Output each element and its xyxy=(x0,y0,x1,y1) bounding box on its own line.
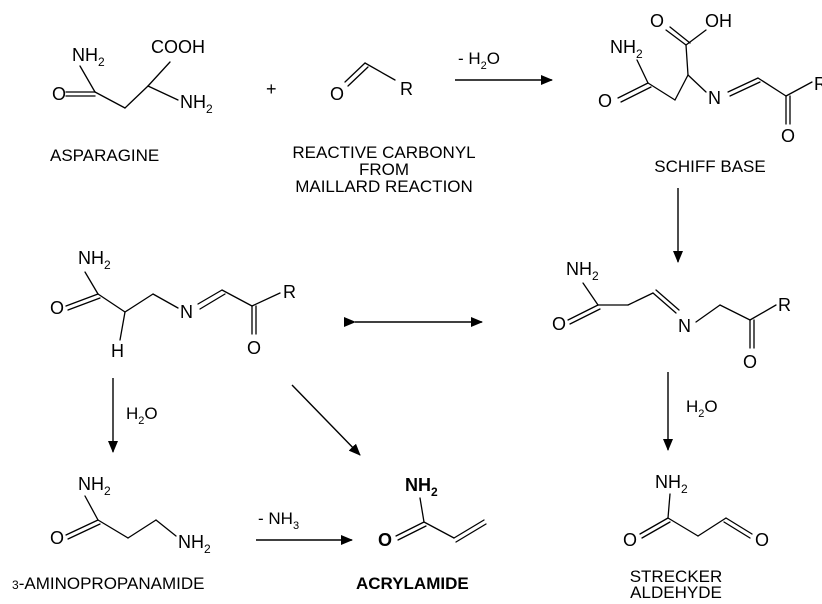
strecker-aldehyde-structure: NH2 O O xyxy=(623,472,769,550)
reagent-water-left: H2O xyxy=(126,404,158,427)
left-intermediate-h: H xyxy=(111,341,124,361)
strecker-label-line1: STRECKER xyxy=(630,567,723,586)
right-intermediate-n: N xyxy=(678,316,691,336)
schiff-ketone-o: O xyxy=(781,126,795,146)
schiff-amide-o: O xyxy=(598,91,612,111)
reagent-minus-water-1: - H2O xyxy=(458,49,500,72)
reagent-water-right: H2O xyxy=(686,397,718,420)
acrylamide-o: O xyxy=(378,530,392,550)
aminopropanamide-structure: NH2 O NH2 xyxy=(50,474,211,556)
asparagine-carbonyl-o: O xyxy=(52,84,66,104)
schiff-n: N xyxy=(708,88,721,108)
aminopropanamide-amine-nh2: NH2 xyxy=(178,532,211,556)
acrylamide-label: ACRYLAMIDE xyxy=(356,574,469,593)
carbonyl-label-line1: REACTIVE CARBONYL xyxy=(292,143,475,162)
aminopropanamide-label: 3-AMINOPROPANAMIDE xyxy=(12,574,204,593)
carbonyl-label-line2: FROM xyxy=(359,160,409,179)
right-intermediate-r: R xyxy=(778,295,791,315)
arrow-elimination-diagonal xyxy=(291,384,361,456)
schiff-nh2: NH2 xyxy=(610,37,643,61)
carbonyl-r: R xyxy=(400,79,413,99)
asparagine-cooh: COOH xyxy=(151,37,205,57)
acrylamide-structure: NH2 O xyxy=(378,475,487,550)
strecker-aldehyde-o: O xyxy=(755,530,769,550)
plus-sign: + xyxy=(266,79,277,99)
asparagine-amide-nh2: NH2 xyxy=(72,45,105,69)
schiff-base-label: SCHIFF BASE xyxy=(654,157,765,176)
acrylamide-nh2: NH2 xyxy=(405,475,438,499)
strecker-amide-o: O xyxy=(623,530,637,550)
imine-intermediate-right: NH2 O N O R xyxy=(552,259,791,372)
schiff-base-structure: NH2 O O OH N O R xyxy=(598,11,822,146)
carbonyl-structure: O R xyxy=(330,62,413,104)
left-intermediate-r: R xyxy=(283,282,296,302)
right-intermediate-amide-o: O xyxy=(552,314,566,334)
schiff-oh: OH xyxy=(705,11,732,31)
schiff-acid-o: O xyxy=(650,11,664,31)
asparagine-amine-nh2: NH2 xyxy=(180,92,213,116)
carbonyl-o: O xyxy=(330,84,344,104)
strecker-nh2: NH2 xyxy=(655,472,688,496)
left-intermediate-nh2: NH2 xyxy=(78,248,111,272)
carbonyl-label-line3: MAILLARD REACTION xyxy=(295,177,473,196)
left-intermediate-n: N xyxy=(180,302,193,322)
strecker-label-line2: ALDEHYDE xyxy=(630,583,722,602)
imine-intermediate-left: NH2 O H N O R xyxy=(50,248,296,361)
asparagine-structure: NH2 O COOH NH2 xyxy=(52,37,213,116)
right-intermediate-nh2: NH2 xyxy=(566,259,599,283)
asparagine-label: ASPARAGINE xyxy=(50,146,159,165)
schiff-r: R xyxy=(814,74,822,94)
left-intermediate-amide-o: O xyxy=(50,298,64,318)
left-intermediate-ketone-o: O xyxy=(247,338,261,358)
aminopropanamide-o: O xyxy=(50,528,64,548)
aminopropanamide-amide-nh2: NH2 xyxy=(78,474,111,498)
reagent-minus-ammonia: - NH3 xyxy=(258,509,299,532)
right-intermediate-ketone-o: O xyxy=(743,352,757,372)
